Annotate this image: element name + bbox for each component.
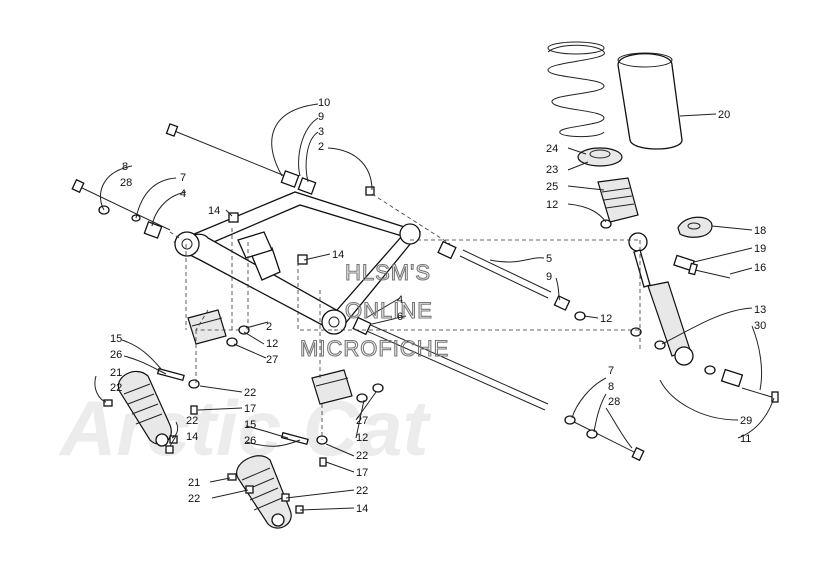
bolt-8-left: [71, 178, 171, 239]
callout-label: 21: [188, 477, 200, 489]
callout-label: 22: [356, 485, 368, 497]
swing-arm-frame: [173, 191, 422, 335]
spring-coil: [547, 41, 605, 138]
callout-label: 22: [186, 415, 198, 427]
callout-label: 28: [120, 177, 132, 189]
callout-label: 12: [546, 199, 558, 211]
long-shaft-6: [352, 316, 549, 411]
bolt-16: [688, 262, 731, 279]
pin-15-left: [156, 367, 185, 382]
callout-label: 22: [110, 382, 122, 394]
callout-label: 6: [397, 311, 403, 323]
callout-label: 23: [546, 164, 558, 176]
callout-label: 13: [754, 304, 766, 316]
callout-label: 22: [356, 450, 368, 462]
callout-label: 4: [397, 294, 403, 306]
callout-label: 8: [608, 381, 614, 393]
callout-label: 14: [356, 503, 368, 515]
bolt-8-lower-right: [564, 415, 645, 462]
callout-label: 14: [208, 205, 220, 217]
callout-label: 26: [110, 349, 122, 361]
callout-label: 9: [318, 111, 324, 123]
callout-label: 30: [754, 320, 766, 332]
callout-label: 24: [546, 143, 558, 155]
bump-stop: [597, 177, 639, 223]
callout-label: 12: [266, 338, 278, 350]
callout-labels: 10 9 3 2 8 28 7 4 14 14 5 9 12 2 12 27 4…: [110, 97, 766, 515]
pin-15-center: [280, 431, 309, 446]
callout-leaders: [94, 103, 775, 511]
callout-label: 29: [740, 415, 752, 427]
callout-label: 3: [318, 126, 324, 138]
callout-label: 19: [754, 243, 766, 255]
background-logo-watermark: Arctic Cat: [58, 384, 431, 472]
dust-boot: [617, 52, 683, 150]
callout-label: 14: [186, 431, 198, 443]
callout-label: 9: [546, 271, 552, 283]
washer-12-upper: [600, 219, 612, 229]
slide-block-center-upper: [311, 369, 353, 405]
callout-label: 14: [332, 249, 344, 261]
callout-label: 16: [754, 262, 766, 274]
callout-label: 27: [356, 415, 368, 427]
washer-lower-shock: [654, 340, 716, 375]
callout-label: 25: [546, 181, 558, 193]
callout-label: 2: [266, 321, 272, 333]
callout-label: 21: [110, 367, 122, 379]
callout-label: 15: [244, 419, 256, 431]
assembly-guide-lines: [169, 193, 641, 440]
long-bolt-10: [165, 123, 291, 179]
callout-label: 12: [356, 432, 368, 444]
wheel-pad-center: [236, 455, 292, 529]
callout-label: 10: [318, 97, 330, 109]
watermark-line-1: HLSM'S: [345, 260, 431, 285]
callout-label: 28: [608, 396, 620, 408]
callout-label: 11: [740, 433, 751, 445]
callout-label: 7: [608, 365, 614, 377]
shaft-5: [437, 240, 586, 321]
watermark-line-2: ONLINE: [345, 298, 433, 323]
callout-label: 5: [546, 253, 552, 265]
callout-label: 15: [110, 333, 122, 345]
callout-label: 8: [122, 161, 128, 173]
callout-label: 27: [266, 354, 278, 366]
shock-absorber: [628, 232, 694, 366]
callout-label: 22: [244, 387, 256, 399]
callout-label: 20: [718, 109, 730, 121]
slide-block-left-upper: [187, 309, 227, 345]
callout-label: 4: [180, 188, 186, 200]
callout-label: 12: [600, 313, 612, 325]
wheel-pad-left: [117, 370, 172, 447]
callout-label: 22: [188, 493, 200, 505]
callout-label: 2: [318, 141, 324, 153]
callout-label: 18: [754, 225, 766, 237]
washer-12-mid: [630, 327, 642, 337]
callout-label: 7: [180, 172, 186, 184]
callout-label: 26: [244, 435, 256, 447]
watermark-line-3: MICROFICHE: [300, 336, 449, 361]
callout-label: 17: [244, 403, 256, 415]
nut-2-top: [365, 186, 375, 196]
callout-label: 17: [356, 467, 368, 479]
nut-14-left: [228, 212, 239, 223]
bushing-18: [677, 216, 713, 238]
spacer-29: [720, 368, 744, 388]
spring-seat: [577, 147, 623, 167]
bushing-9-3: [280, 170, 317, 195]
bolt-11: [741, 387, 779, 403]
